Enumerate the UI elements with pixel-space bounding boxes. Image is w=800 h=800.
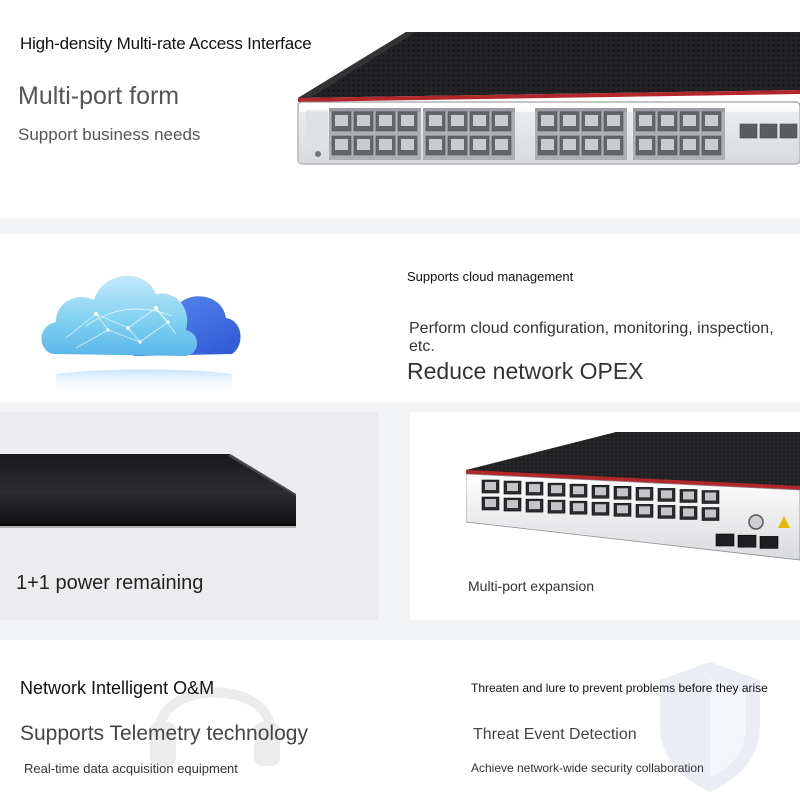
cloud-icon [41,275,241,394]
port-pin [705,139,718,150]
port-pin [357,115,370,126]
port-pin [485,499,496,507]
sfp-cage [759,123,778,139]
port-pin [563,115,576,126]
port-pin [335,139,348,150]
port-pin [683,508,694,517]
port-pin [485,482,496,490]
port-pin [617,505,628,514]
sfp-cage [737,534,757,548]
port-pin [661,139,674,150]
security-heading: Threaten and lure to prevent problems be… [471,681,768,695]
port-pin [401,139,414,150]
port-pin [495,115,508,126]
port-pin [473,139,486,150]
port-pin [401,115,414,126]
cloud-benefit: Reduce network OPEX [407,358,644,384]
port-pin [541,139,554,150]
cloud-section: Supports cloud management Perform cloud … [0,234,800,402]
interface-title: Multi-port form [18,82,180,110]
om-title: Supports Telemetry technology [20,722,308,745]
port-pin [529,484,540,493]
port-pin [551,485,562,494]
om-heading: Network Intelligent O&M [20,678,215,698]
port-pin [529,501,540,510]
port-pin [429,115,442,126]
port-pin [607,139,620,150]
port-pin [607,115,620,126]
port-pin [451,115,464,126]
port-pin [683,139,696,150]
port-pin [551,502,562,511]
port-pin [357,139,370,150]
port-pin [705,492,716,501]
power-section: 1+1 power remaining [0,412,378,620]
power-label: 1+1 power remaining [16,572,204,594]
interface-subtitle: Support business needs [18,125,201,144]
port-pin [335,115,348,126]
port-pin [573,503,584,512]
port-pin [595,487,606,496]
port-pin [507,483,518,492]
port-pin [595,504,606,513]
expansion-label: Multi-port expansion [468,578,595,594]
port-pin [451,139,464,150]
port-pin [639,489,650,498]
port-pin [573,486,584,495]
security-title: Threat Event Detection [473,726,637,743]
port-pin [661,507,672,516]
switch-angled-image [466,432,800,561]
port-pin [429,139,442,150]
switch-side-image [0,454,296,528]
port-pin [683,115,696,126]
port-pin [379,115,392,126]
port-pin [563,139,576,150]
shield-icon [660,662,760,792]
security-subtitle: Achieve network-wide security collaborat… [471,761,704,775]
port-pin [661,490,672,499]
port-pin [585,139,598,150]
interface-headline: High-density Multi-rate Access Interface [20,34,312,53]
sfp-cage [715,533,735,547]
sfp-cage [739,123,758,139]
port-pin [585,115,598,126]
headset-icon [150,687,280,766]
port-pin [473,115,486,126]
port-pin [705,115,718,126]
port-pin [495,139,508,150]
port-pin [705,509,716,518]
cloud-description: Perform cloud configuration, monitoring,… [409,320,774,355]
om-security-section: Network Intelligent O&M Supports Telemet… [0,640,800,800]
port-pin [507,500,518,509]
expansion-section: Multi-port expansion [410,412,800,620]
port-pin [639,139,652,150]
interface-section: High-density Multi-rate Access Interface… [0,0,800,218]
port-pin [683,491,694,500]
port-pin [661,115,674,126]
om-subtitle: Real-time data acquisition equipment [24,761,238,776]
sfp-cage [759,536,779,549]
port-pin [639,115,652,126]
port-pin [541,115,554,126]
switch-front-image [296,32,800,214]
port-pin [617,488,628,497]
cloud-heading: Supports cloud management [407,269,574,284]
sfp-cage [779,123,798,139]
port-pin [379,139,392,150]
port-pin [639,506,650,515]
